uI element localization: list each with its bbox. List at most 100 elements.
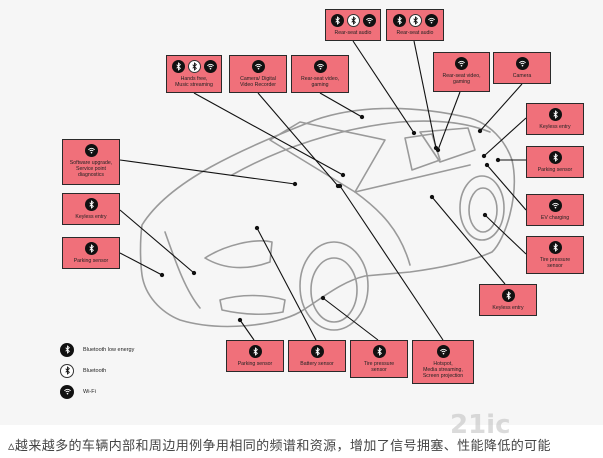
callout-label: Keyless entry (75, 214, 107, 220)
callout-label: Parking sensor (237, 361, 273, 367)
callout-hotspot: Hotspot, Media streaming, Screen project… (412, 340, 474, 384)
callout-icons (548, 108, 562, 121)
callout-battery: Battery sensor (288, 340, 346, 372)
wifi-icon (313, 60, 327, 73)
leader-dot-rear-video-1 (359, 114, 365, 120)
leader-line-rear-video-2 (437, 91, 461, 151)
roof-line (231, 120, 491, 176)
wifi-icon (251, 60, 265, 73)
callout-label: Keyless entry (492, 305, 524, 311)
leader-dot-software (292, 181, 298, 187)
car-outline (139, 107, 516, 331)
callout-icons (84, 144, 98, 157)
callout-label: EV charging (540, 215, 570, 221)
leader-dot-tire-bottom (320, 295, 326, 301)
bluetooth-icon (548, 241, 562, 254)
leader-dot-parking-bottom (237, 317, 243, 323)
callout-icons (501, 289, 515, 302)
door-line (354, 191, 411, 266)
callout-label: Hands free, Music streaming (175, 76, 213, 88)
callout-parking-bottom: Parking sensor (226, 340, 284, 372)
callout-parking-left: Parking sensor (62, 237, 120, 269)
callout-icons (515, 57, 529, 70)
callout-label: Rear-seat video, gaming (300, 76, 340, 88)
leader-dot-rear-video-2 (435, 147, 441, 153)
callout-icons (436, 345, 450, 358)
bluetooth-icon (392, 14, 406, 27)
wifi-icon (436, 345, 450, 358)
callout-icons (84, 198, 98, 211)
leader-dot-keyless-left (191, 270, 197, 276)
car-diagram-svg (119, 40, 527, 341)
legend-row: Bluetooth low energy (60, 340, 134, 359)
callout-label: Battery sensor (300, 361, 334, 367)
callout-label: Rear-seat audio (396, 30, 434, 36)
bluetooth-icon (372, 345, 386, 358)
callout-icons (171, 60, 217, 73)
leader-line-parking-bottom (239, 319, 255, 341)
bluetooth-white-icon (60, 363, 74, 378)
leader-dot-parking-right (495, 157, 501, 163)
bluetooth-icon (330, 14, 344, 27)
leader-line-parking-left (119, 252, 163, 276)
callout-rear-video-1: Rear-seat video, gaming (291, 55, 349, 93)
callout-icons (313, 60, 327, 73)
legend-label: Bluetooth (83, 367, 107, 374)
callout-software: Software upgrade, Service point diagnost… (62, 139, 120, 185)
bluetooth-icon (60, 342, 74, 357)
callout-icons (330, 14, 376, 27)
leader-dot-battery (254, 225, 260, 231)
wifi-icon (548, 199, 562, 212)
leader-line-rear-audio-2 (413, 40, 437, 149)
callout-icons (455, 57, 468, 70)
callout-tire-right: Tire pressure sensor (526, 236, 584, 274)
bluetooth-icon (548, 151, 562, 164)
callout-icons (372, 345, 386, 358)
callout-icons (548, 151, 562, 164)
callout-label: Camera/ Digital Video Recorder (240, 76, 276, 88)
leader-dot-keyless-right-top (481, 153, 487, 159)
callout-rear-audio-1: Rear-seat audio (325, 9, 381, 41)
leader-line-rear-audio-1 (352, 40, 415, 134)
callout-icons (548, 199, 562, 212)
callout-rear-audio-2: Rear-seat audio (386, 9, 444, 41)
bluetooth-icon (501, 289, 515, 302)
callout-label: Keyless entry (539, 124, 571, 130)
leader-line-battery (256, 227, 317, 341)
leader-line-tire-right (484, 214, 527, 255)
callout-icons (251, 60, 265, 73)
callout-icons (310, 345, 324, 358)
callout-icons (392, 14, 438, 27)
callout-label: Hotspot, Media streaming, Screen project… (422, 361, 464, 379)
callout-label: Rear-seat audio (334, 30, 372, 36)
callout-parking-right: Parking sensor (526, 146, 584, 178)
car-body (139, 107, 516, 328)
bluetooth-icon (84, 242, 98, 255)
legend-row: Wi-Fi (60, 382, 134, 401)
callout-keyless-bottom: Keyless entry (479, 284, 537, 316)
front-wheel-arch (299, 241, 369, 331)
leader-line-rear-video-1 (319, 92, 363, 118)
bluetooth-icon (548, 108, 562, 121)
grille (164, 231, 201, 309)
callout-keyless-left: Keyless entry (62, 193, 120, 225)
leader-line-keyless-left (119, 209, 195, 274)
wifi-icon (60, 384, 74, 399)
bluetooth-icon (84, 198, 98, 211)
leader-dot-keyless-bottom (429, 194, 435, 200)
callout-icons (84, 242, 98, 255)
legend-row: Bluetooth (60, 361, 134, 380)
leader-dot-hotspot (337, 183, 343, 189)
callout-camera-dvr: Camera/ Digital Video Recorder (229, 55, 287, 93)
callout-keyless-right-top: Keyless entry (526, 103, 584, 135)
callout-hands-free: Hands free, Music streaming (166, 55, 222, 93)
bluetooth-white-icon (346, 14, 360, 27)
callout-ev-charging: EV charging (526, 194, 584, 226)
front-wheel (310, 257, 358, 323)
leader-line-tire-bottom (322, 297, 379, 341)
bluetooth-icon (310, 345, 324, 358)
leader-line-keyless-bottom (431, 196, 506, 285)
rear-wheel (468, 187, 498, 233)
